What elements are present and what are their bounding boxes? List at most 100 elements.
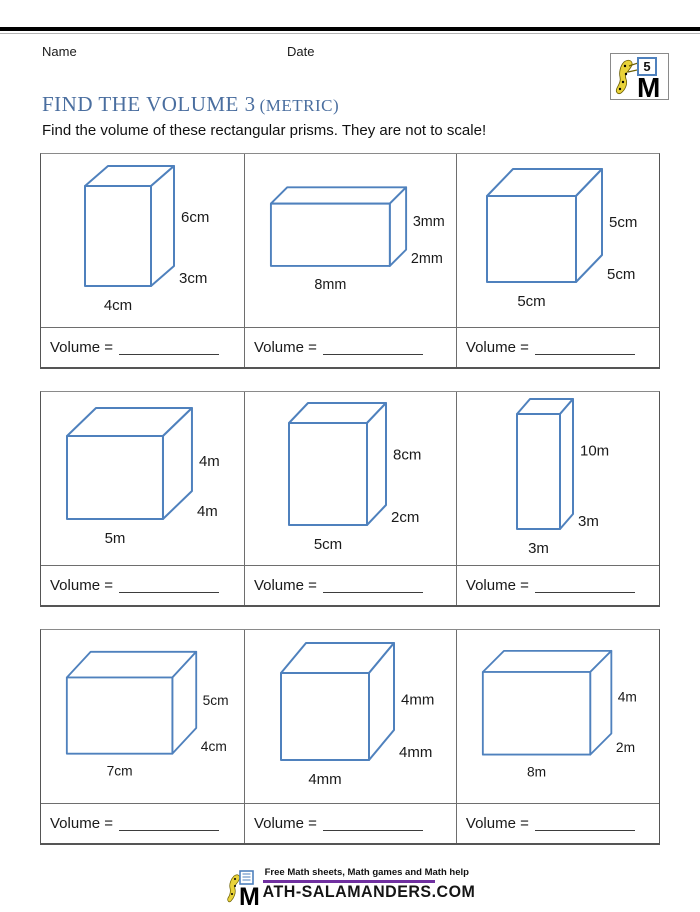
- answer-blank[interactable]: [322, 816, 423, 831]
- depth-dimension-label: 5cm: [607, 266, 635, 283]
- sign-scribbles: [242, 873, 251, 881]
- prism-cell: 5cm 5cm 5cm Volume =: [456, 154, 659, 367]
- height-dimension-label: 10m: [580, 442, 609, 459]
- width-dimension-label: 4mm: [308, 771, 341, 788]
- height-dimension-label: 6cm: [181, 209, 209, 226]
- width-dimension-label: 5cm: [314, 536, 342, 553]
- height-dimension-label: 5cm: [609, 214, 637, 231]
- prism-right-face: [558, 397, 574, 530]
- rectangular-prism-drawing: 8cm 2cm 5cm: [287, 401, 421, 553]
- worksheet-table-row-3: 5cm 4cm 7cm Volume = 4mm 4mm 4mm Volume = 4m…: [40, 629, 660, 845]
- answer-blank[interactable]: [118, 578, 219, 593]
- prism-front-face: [279, 672, 370, 761]
- prism-top-face: [269, 185, 408, 205]
- depth-dimension-label: 2cm: [391, 509, 419, 526]
- volume-label: Volume =: [465, 339, 529, 356]
- volume-answer-row: Volume =: [244, 565, 456, 605]
- logo-m-letter: M: [239, 883, 260, 907]
- salamander-body: [615, 59, 633, 95]
- logo-m-letter: M: [637, 72, 660, 99]
- footer-site-name[interactable]: ATH-SALAMANDERS.COM: [262, 883, 476, 901]
- volume-label: Volume =: [465, 815, 529, 832]
- depth-dimension-label: 4mm: [399, 744, 432, 761]
- width-dimension-label: 5cm: [518, 293, 546, 310]
- volume-answer-row: Volume =: [456, 803, 659, 843]
- salamander-arms: [627, 62, 639, 73]
- prism-figure: 6cm 3cm 4cm: [41, 154, 244, 327]
- height-dimension-label: 5cm: [203, 693, 229, 708]
- volume-answer-row: Volume =: [244, 327, 456, 367]
- answer-blank[interactable]: [534, 340, 635, 355]
- prism-front-face: [486, 195, 578, 283]
- prism-front-face: [269, 202, 391, 267]
- volume-answer-row: Volume =: [244, 803, 456, 843]
- answer-blank[interactable]: [322, 340, 423, 355]
- prism-figure: 8cm 2cm 5cm: [245, 392, 456, 565]
- footer-salamander-icon: M: [227, 870, 260, 911]
- width-dimension-label: 3m: [528, 540, 549, 557]
- answer-blank[interactable]: [118, 340, 219, 355]
- top-divider-thin-line: [0, 33, 700, 34]
- answer-blank[interactable]: [322, 578, 423, 593]
- prism-cell: 5cm 4cm 7cm Volume =: [41, 630, 245, 843]
- easel-sign: [637, 57, 657, 76]
- volume-answer-row: Volume =: [456, 565, 659, 605]
- salamander-easel-icon: 5 M: [615, 57, 660, 103]
- volume-answer-row: Volume =: [41, 327, 244, 367]
- volume-answer-row: Volume =: [456, 327, 659, 367]
- footer-text-block: Free Math sheets, Math games and Math he…: [262, 867, 476, 902]
- salamander-body: [227, 874, 240, 903]
- prism-front-face: [65, 435, 164, 520]
- date-label: Date: [287, 44, 315, 59]
- depth-dimension-label: 3cm: [179, 270, 207, 287]
- prism-front-face: [515, 412, 561, 530]
- width-dimension-label: 8mm: [314, 276, 346, 292]
- prism-figure: 5cm 4cm 7cm: [41, 630, 244, 803]
- volume-label: Volume =: [50, 577, 113, 594]
- height-dimension-label: 8cm: [393, 446, 421, 463]
- height-dimension-label: 4m: [618, 690, 637, 705]
- rectangular-prism-drawing: 4mm 4mm 4mm: [279, 642, 434, 788]
- prism-front-face: [287, 421, 368, 526]
- volume-answer-row: Volume =: [41, 565, 244, 605]
- volume-label: Volume =: [50, 815, 113, 832]
- depth-dimension-label: 2mm: [411, 251, 443, 267]
- prism-figure: 5cm 5cm 5cm: [457, 154, 659, 327]
- width-dimension-label: 8m: [527, 765, 546, 780]
- rectangular-prism-drawing: 6cm 3cm 4cm: [83, 164, 209, 314]
- answer-blank[interactable]: [118, 816, 219, 831]
- footer: M Free Math sheets, Math games and Math …: [0, 867, 700, 912]
- width-dimension-label: 4cm: [104, 297, 132, 314]
- page-title-main: FIND THE VOLUME 3: [42, 92, 256, 116]
- depth-dimension-label: 4cm: [201, 739, 227, 754]
- page-title-suffix: (METRIC): [259, 96, 340, 115]
- volume-label: Volume =: [465, 577, 529, 594]
- width-dimension-label: 7cm: [107, 764, 133, 779]
- prism-front-face: [83, 184, 152, 287]
- prism-front-face: [481, 671, 592, 756]
- prism-figure: 4mm 4mm 4mm: [245, 630, 456, 803]
- answer-blank[interactable]: [534, 816, 635, 831]
- answer-blank[interactable]: [534, 578, 635, 593]
- name-label: Name: [42, 44, 77, 59]
- name-date-row: Name Date 5 M: [0, 42, 700, 103]
- depth-dimension-label: 4m: [197, 503, 218, 520]
- volume-answer-row: Volume =: [41, 803, 244, 843]
- prism-top-face: [481, 649, 613, 673]
- top-margin: [0, 0, 700, 27]
- rectangular-prism-drawing: 5cm 4cm 7cm: [65, 650, 229, 779]
- height-dimension-label: 4mm: [401, 691, 434, 708]
